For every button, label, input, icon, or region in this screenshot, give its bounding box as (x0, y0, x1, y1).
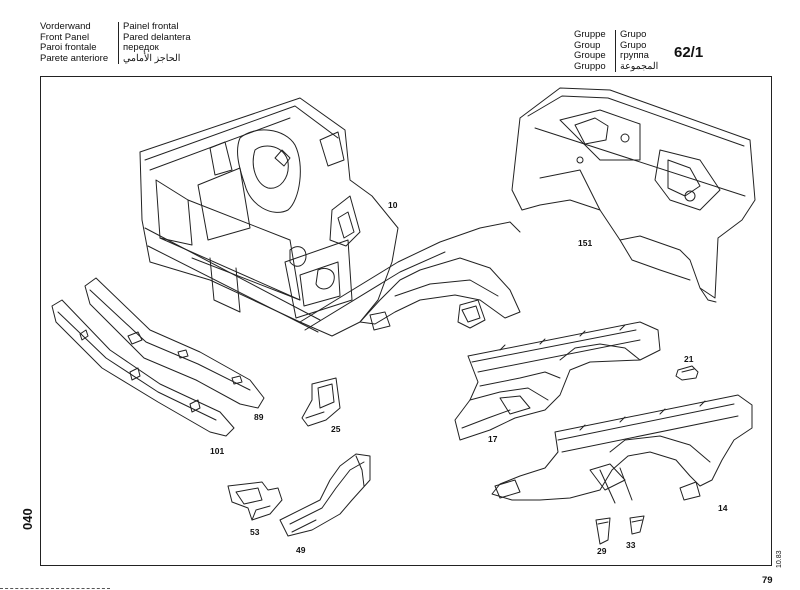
part-89-cross-member (84, 277, 265, 409)
group-it: Gruppo (574, 60, 606, 72)
group-en: Group (574, 39, 601, 51)
part-label-101: 101 (210, 446, 225, 456)
part-101-lower-member (51, 299, 235, 437)
title-de: Vorderwand (40, 21, 91, 32)
bottom-rule (0, 588, 110, 589)
side-code: 040 (20, 508, 35, 530)
group-de: Gruppe (574, 29, 606, 40)
title-block-secondary: Painel frontal Pared delantera передок ا… (118, 21, 191, 64)
group-ru: группа (620, 50, 649, 61)
part-label-14: 14 (718, 503, 728, 513)
part-label-33: 33 (626, 540, 636, 550)
part-label-17: 17 (488, 434, 498, 444)
group-ar: المجموعة (620, 60, 659, 72)
title-ar: الحاجز الأمامي (123, 52, 181, 64)
part-33-piece (629, 515, 645, 535)
part-label-89: 89 (254, 412, 264, 422)
title-es: Pared delantera (123, 31, 191, 43)
group-block-secondary: Grupo Grupo группа المجموعة (615, 29, 659, 72)
part-label-29: 29 (597, 546, 607, 556)
part-label-21: 21 (684, 354, 694, 364)
title-it: Parete anteriore (40, 52, 109, 64)
part-label-53: 53 (250, 527, 260, 537)
part-25-support (301, 377, 341, 427)
title-ru: передок (123, 42, 159, 53)
group-pt: Grupo (620, 29, 647, 40)
group-block-primary: Gruppe Group Groupe Gruppo (574, 29, 606, 72)
page-number: 79 (762, 575, 773, 586)
title-block-primary: Vorderwand Front Panel Paroi frontale Pa… (40, 21, 109, 64)
part-10-front-assembly (139, 97, 521, 337)
group-number: 62/1 (674, 44, 704, 61)
part-label-10: 10 (388, 200, 398, 210)
title-en: Front Panel (40, 31, 90, 43)
part-49-longitudinal (279, 453, 371, 537)
date-code: 10.83 (776, 550, 783, 568)
title-pt: Painel frontal (123, 21, 179, 32)
drawing-frame (40, 76, 772, 566)
part-14-wheelhouse-right (491, 394, 753, 504)
part-label-151: 151 (578, 238, 593, 248)
part-label-25: 25 (331, 424, 341, 434)
part-53-bracket (227, 481, 283, 521)
group-fr: Groupe (574, 50, 606, 61)
part-29-piece (595, 517, 611, 545)
part-17-wheelhouse-left (454, 321, 661, 441)
group-es: Grupo (620, 39, 647, 51)
part-label-49: 49 (296, 545, 306, 555)
title-fr: Paroi frontale (40, 42, 97, 53)
part-151-dash-panel (511, 87, 756, 303)
part-21-bracket (675, 365, 699, 381)
